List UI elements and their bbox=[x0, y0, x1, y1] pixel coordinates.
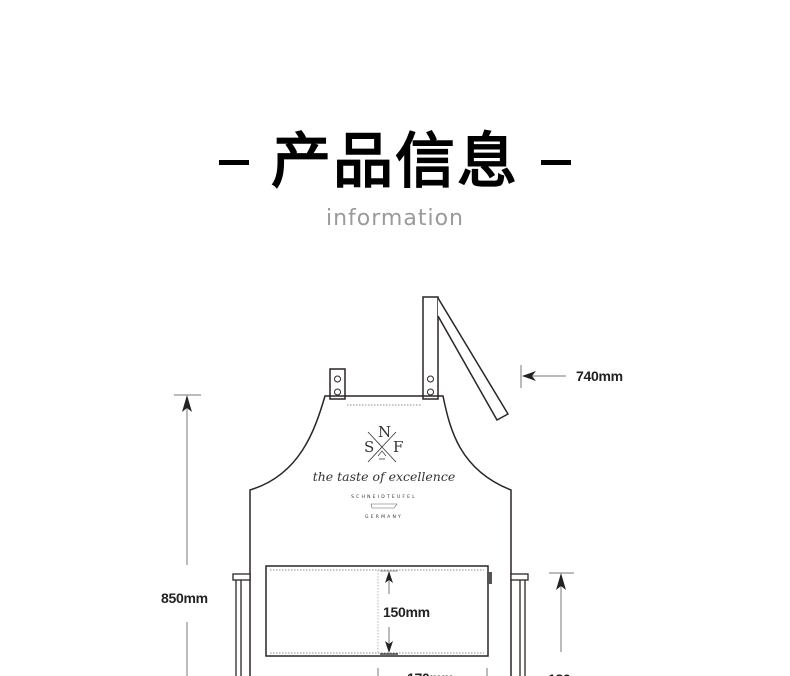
page-title: 产品信息 bbox=[219, 122, 571, 202]
tagline: the taste of excellence bbox=[313, 469, 456, 484]
total-length-label: 850mm bbox=[161, 590, 208, 606]
knife-icon bbox=[370, 503, 398, 509]
strap-length-label: 740mm bbox=[576, 368, 623, 384]
waist-tie-left bbox=[232, 573, 251, 676]
title-text: 产品信息 bbox=[271, 127, 519, 197]
pocket-width-label: 170mm bbox=[407, 670, 454, 676]
brand-logo: N S F the taste of excellence SCHNEIDTEU… bbox=[313, 423, 456, 520]
logo-fork-icon bbox=[377, 450, 387, 460]
title-dash-right bbox=[541, 159, 571, 165]
title-dash-left bbox=[219, 159, 249, 165]
waist-tie-right bbox=[510, 573, 529, 676]
page-subtitle: information bbox=[326, 206, 464, 231]
pocket-width-dimension: 170mm bbox=[377, 668, 488, 676]
header: 产品信息 bbox=[0, 122, 790, 202]
pocket-height-dimension: 150mm bbox=[380, 570, 430, 655]
side-dimension: 180 bbox=[548, 572, 574, 676]
length-dimension: 850mm bbox=[161, 394, 208, 676]
pocket-height-label: 150mm bbox=[383, 604, 430, 620]
strap-dimension: 740mm bbox=[520, 365, 623, 388]
neck-strap bbox=[422, 296, 510, 422]
pocket bbox=[265, 565, 492, 657]
logo-letter-f: F bbox=[393, 438, 403, 456]
side-dimension-label: 180 bbox=[548, 671, 571, 676]
logo-letter-s: S bbox=[364, 438, 374, 456]
pocket-label-tag bbox=[487, 572, 492, 584]
brand-name: SCHNEIDTEUFEL bbox=[351, 494, 417, 500]
apron-body bbox=[249, 395, 512, 676]
brand-origin: GERMANY bbox=[365, 514, 403, 520]
logo-letter-n: N bbox=[378, 423, 391, 441]
left-strap-tab bbox=[329, 368, 346, 400]
